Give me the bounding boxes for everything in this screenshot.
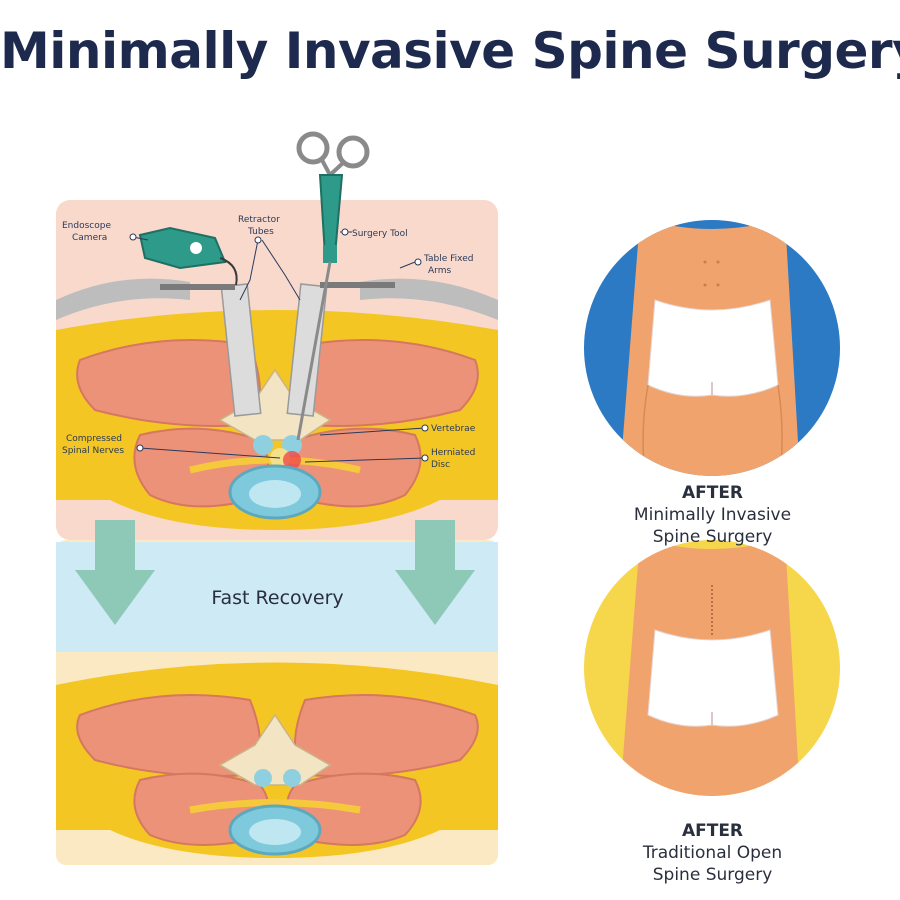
- endoscope-camera-icon: [138, 226, 238, 286]
- caption-mis: AFTER Minimally Invasive Spine Surgery: [600, 482, 825, 548]
- label-compressed-1: Compressed: [66, 434, 122, 444]
- label-vertebrae: Vertebrae: [431, 424, 476, 434]
- label-surgery-tool: Surgery Tool: [352, 229, 408, 239]
- label-table-fixed-2: Arms: [428, 266, 451, 276]
- label-retractor-tubes-2: Tubes: [247, 227, 274, 237]
- caption-mis-line2: Minimally Invasive: [633, 505, 792, 525]
- down-arrow-left-icon: [75, 520, 155, 625]
- label-herniated-1: Herniated: [431, 448, 475, 458]
- retractor-tubes: [220, 283, 328, 417]
- caption-open-after: AFTER: [681, 821, 744, 841]
- label-retractor-tubes-1: Retractor: [238, 215, 280, 225]
- label-endoscope-camera-1: Endoscope: [62, 221, 111, 231]
- label-herniated-2: Disc: [431, 460, 450, 470]
- caption-open-line2: Traditional Open: [642, 843, 783, 863]
- caption-open-line3: Spine Surgery: [652, 865, 773, 885]
- page-title: Minimally Invasive Spine Surgery: [0, 22, 900, 80]
- mis-back-circle: [584, 220, 840, 476]
- caption-open: AFTER Traditional Open Spine Surgery: [600, 820, 825, 886]
- annotation-leaders: [132, 231, 426, 463]
- caption-mis-after: AFTER: [681, 483, 744, 503]
- label-endoscope-camera-2: Camera: [72, 233, 107, 243]
- bottom-spine-cross-section: [56, 662, 498, 858]
- annotation-dots: [129, 228, 429, 462]
- down-arrows: [75, 520, 475, 625]
- label-compressed-2: Spinal Nerves: [62, 446, 124, 456]
- open-back-circle: [584, 540, 840, 796]
- fast-recovery-label: Fast Recovery: [211, 587, 344, 609]
- down-arrow-right-icon: [395, 520, 475, 625]
- table-fixed-arms: [160, 282, 395, 290]
- caption-mis-line3: Spine Surgery: [652, 527, 773, 547]
- label-table-fixed-1: Table Fixed: [423, 254, 473, 264]
- surgery-tool-icon: [296, 131, 370, 441]
